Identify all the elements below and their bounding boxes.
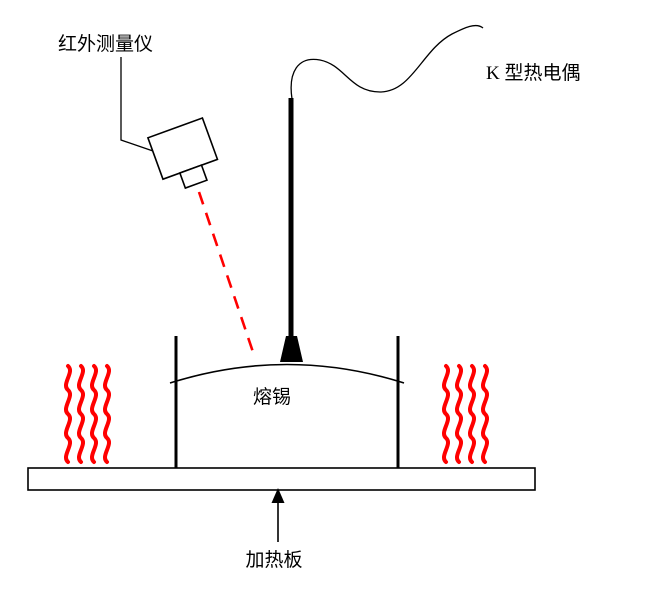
- infrared-camera-body: [146, 116, 219, 181]
- heat-wave-line: [441, 364, 451, 464]
- heat-wave-line: [480, 364, 490, 464]
- infrared-leader-line: [120, 57, 154, 152]
- heat-wave-line: [89, 364, 99, 464]
- heat-wave-line: [467, 364, 477, 464]
- solder-surface-arc: [169, 363, 405, 384]
- thermocouple-wire: [290, 24, 484, 100]
- hot-plate: [27, 467, 536, 491]
- infrared-camera-lens: [178, 164, 208, 190]
- infrared-camera: [146, 116, 219, 190]
- heat-wave-line: [63, 364, 73, 464]
- heat-wave-line: [454, 364, 464, 464]
- label-hot-plate: 加热板: [245, 549, 302, 571]
- label-infrared-meter: 红外测量仪: [58, 33, 153, 55]
- heat-wave-line: [76, 364, 86, 464]
- infrared-beam-dashed: [197, 191, 257, 359]
- heat-waves-left: [63, 364, 112, 464]
- heat-wave-line: [102, 364, 112, 464]
- label-molten-solder: 熔锡: [253, 386, 291, 408]
- hot-plate-pointer-arrowhead: [271, 488, 285, 503]
- label-k-thermocouple: K 型热电偶: [486, 62, 580, 84]
- thermocouple-tip: [280, 336, 303, 362]
- heat-waves-right: [441, 364, 490, 464]
